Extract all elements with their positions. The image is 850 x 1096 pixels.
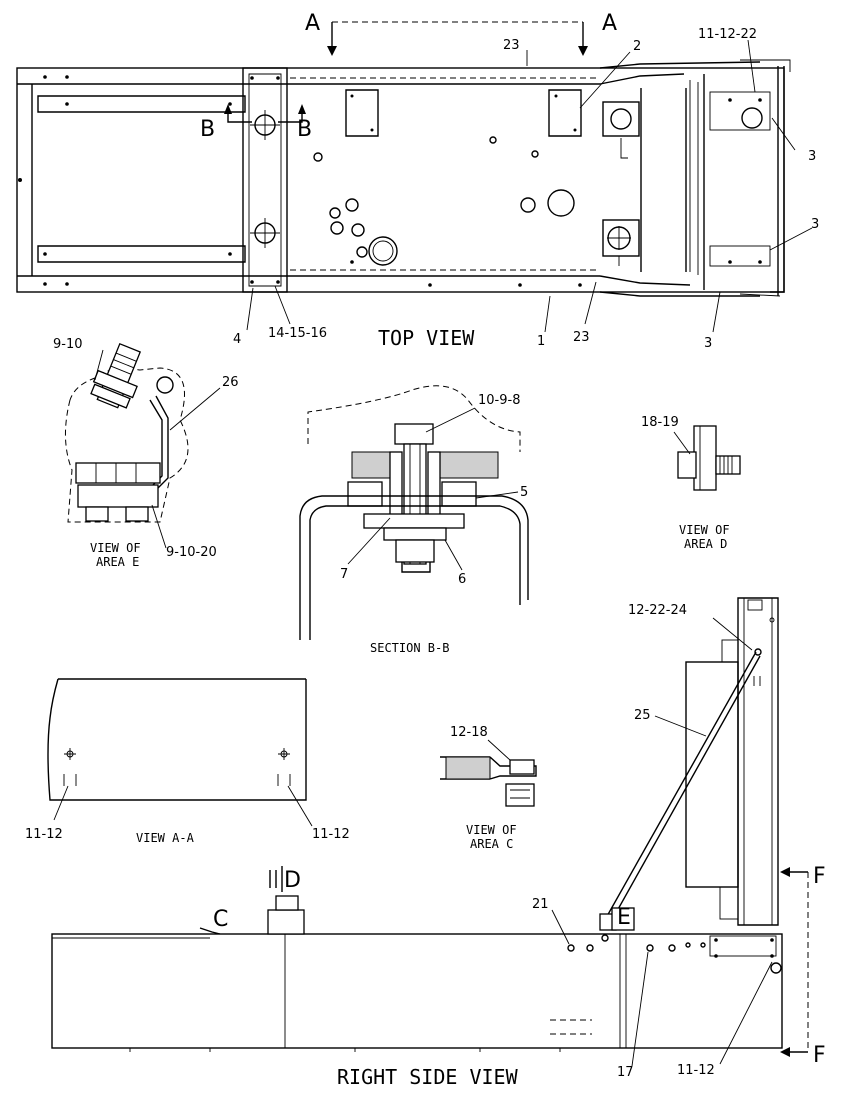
area-e-label: E: [617, 905, 631, 930]
callout-14-15-16: 14-15-16: [268, 326, 327, 341]
view-area-c: 12-18 VIEW OF AREA C: [440, 725, 537, 851]
callout-4: 4: [233, 332, 241, 347]
area-d-caption-line2: AREA D: [684, 537, 727, 551]
area-c-caption-line2: AREA C: [470, 837, 513, 851]
callout-1: 1: [537, 334, 545, 349]
callout-23-top: 23: [503, 38, 520, 53]
section-f-marker: F F: [780, 864, 826, 1068]
callout-2: 2: [633, 39, 641, 54]
callout-5: 5: [520, 485, 528, 500]
area-d-label: D: [284, 868, 301, 893]
section-f-top-label: F: [813, 864, 826, 889]
callout-3a: 3: [808, 149, 816, 164]
callout-11-12-side: 11-12: [677, 1063, 715, 1078]
top-view-caption: TOP VIEW: [378, 326, 475, 350]
section-a-right-label: A: [602, 11, 617, 36]
view-a-a: 11-12 11-12 VIEW A-A: [25, 678, 350, 845]
section-a-marker: A A: [305, 11, 617, 56]
right-side-view: F F C D E 12-22-24 25 21 17 11-12 RIGHT …: [51, 597, 826, 1089]
section-b-b: 10-9-8 5 7 6 SECTION B-B: [299, 385, 529, 655]
callout-9-10: 9-10: [53, 337, 83, 352]
callout-6: 6: [458, 572, 466, 587]
callout-10-9-8: 10-9-8: [478, 393, 520, 408]
callout-7: 7: [340, 567, 348, 582]
section-b-left-label: B: [200, 117, 215, 142]
view-area-d: 18-19 VIEW OF AREA D: [641, 415, 741, 551]
right-side-view-caption: RIGHT SIDE VIEW: [337, 1065, 519, 1089]
area-c-caption-line1: VIEW OF: [466, 823, 517, 837]
view-area-e: 9-10 26 9-10-20 VIEW OF AREA E: [53, 337, 239, 569]
area-d-caption-line1: VIEW OF: [679, 523, 730, 537]
area-c-label: C: [213, 907, 228, 932]
section-f-bottom-label: F: [813, 1043, 826, 1068]
top-view-bolt-holes: [18, 75, 762, 287]
callout-9-10-20: 9-10-20: [166, 545, 217, 560]
callout-26: 26: [222, 375, 239, 390]
area-e-caption-line2: AREA E: [96, 555, 139, 569]
callout-12-22-24: 12-22-24: [628, 603, 687, 618]
callout-11-12-22: 11-12-22: [698, 27, 757, 42]
callout-3c: 3: [704, 336, 712, 351]
frame-outline: [16, 67, 785, 293]
section-b-right-label: B: [297, 117, 312, 142]
side-rail: [51, 933, 783, 1049]
callout-11-12-right: 11-12: [312, 827, 350, 842]
side-view-bolt-holes: [567, 934, 774, 958]
callout-23-bottom: 23: [573, 330, 590, 345]
crossmember: [242, 67, 288, 293]
callout-17: 17: [617, 1065, 634, 1080]
callout-21: 21: [532, 897, 549, 912]
callout-18-19: 18-19: [641, 415, 679, 430]
area-e-caption-line1: VIEW OF: [90, 541, 141, 555]
callout-11-12-left: 11-12: [25, 827, 63, 842]
callout-25: 25: [634, 708, 651, 723]
section-b-marker: B B: [200, 104, 312, 142]
callout-3b: 3: [811, 217, 819, 232]
section-bb-caption: SECTION B-B: [370, 641, 449, 655]
callout-12-18: 12-18: [450, 725, 488, 740]
view-aa-caption: VIEW A-A: [136, 831, 195, 845]
section-a-left-label: A: [305, 11, 320, 36]
top-view: A A B B: [16, 11, 819, 351]
